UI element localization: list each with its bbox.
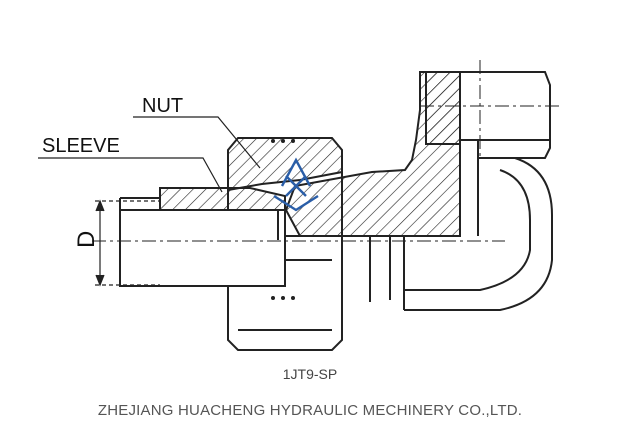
watermark-logo	[273, 157, 319, 212]
sleeve-and-tube	[119, 187, 286, 287]
company-caption: ZHEJIANG HUACHENG HYDRAULIC MECHINERY CO…	[97, 402, 523, 419]
label-sleeve: SLEEVE	[42, 135, 120, 157]
label-diameter: D	[73, 231, 100, 248]
dimension-d	[95, 199, 160, 287]
nut-marks	[271, 139, 295, 300]
leader-lines	[38, 116, 261, 193]
centerlines	[92, 60, 560, 242]
label-nut: NUT	[142, 95, 183, 117]
elbow-body-section	[284, 71, 553, 311]
model-caption: 1JT9-SP	[282, 366, 338, 382]
